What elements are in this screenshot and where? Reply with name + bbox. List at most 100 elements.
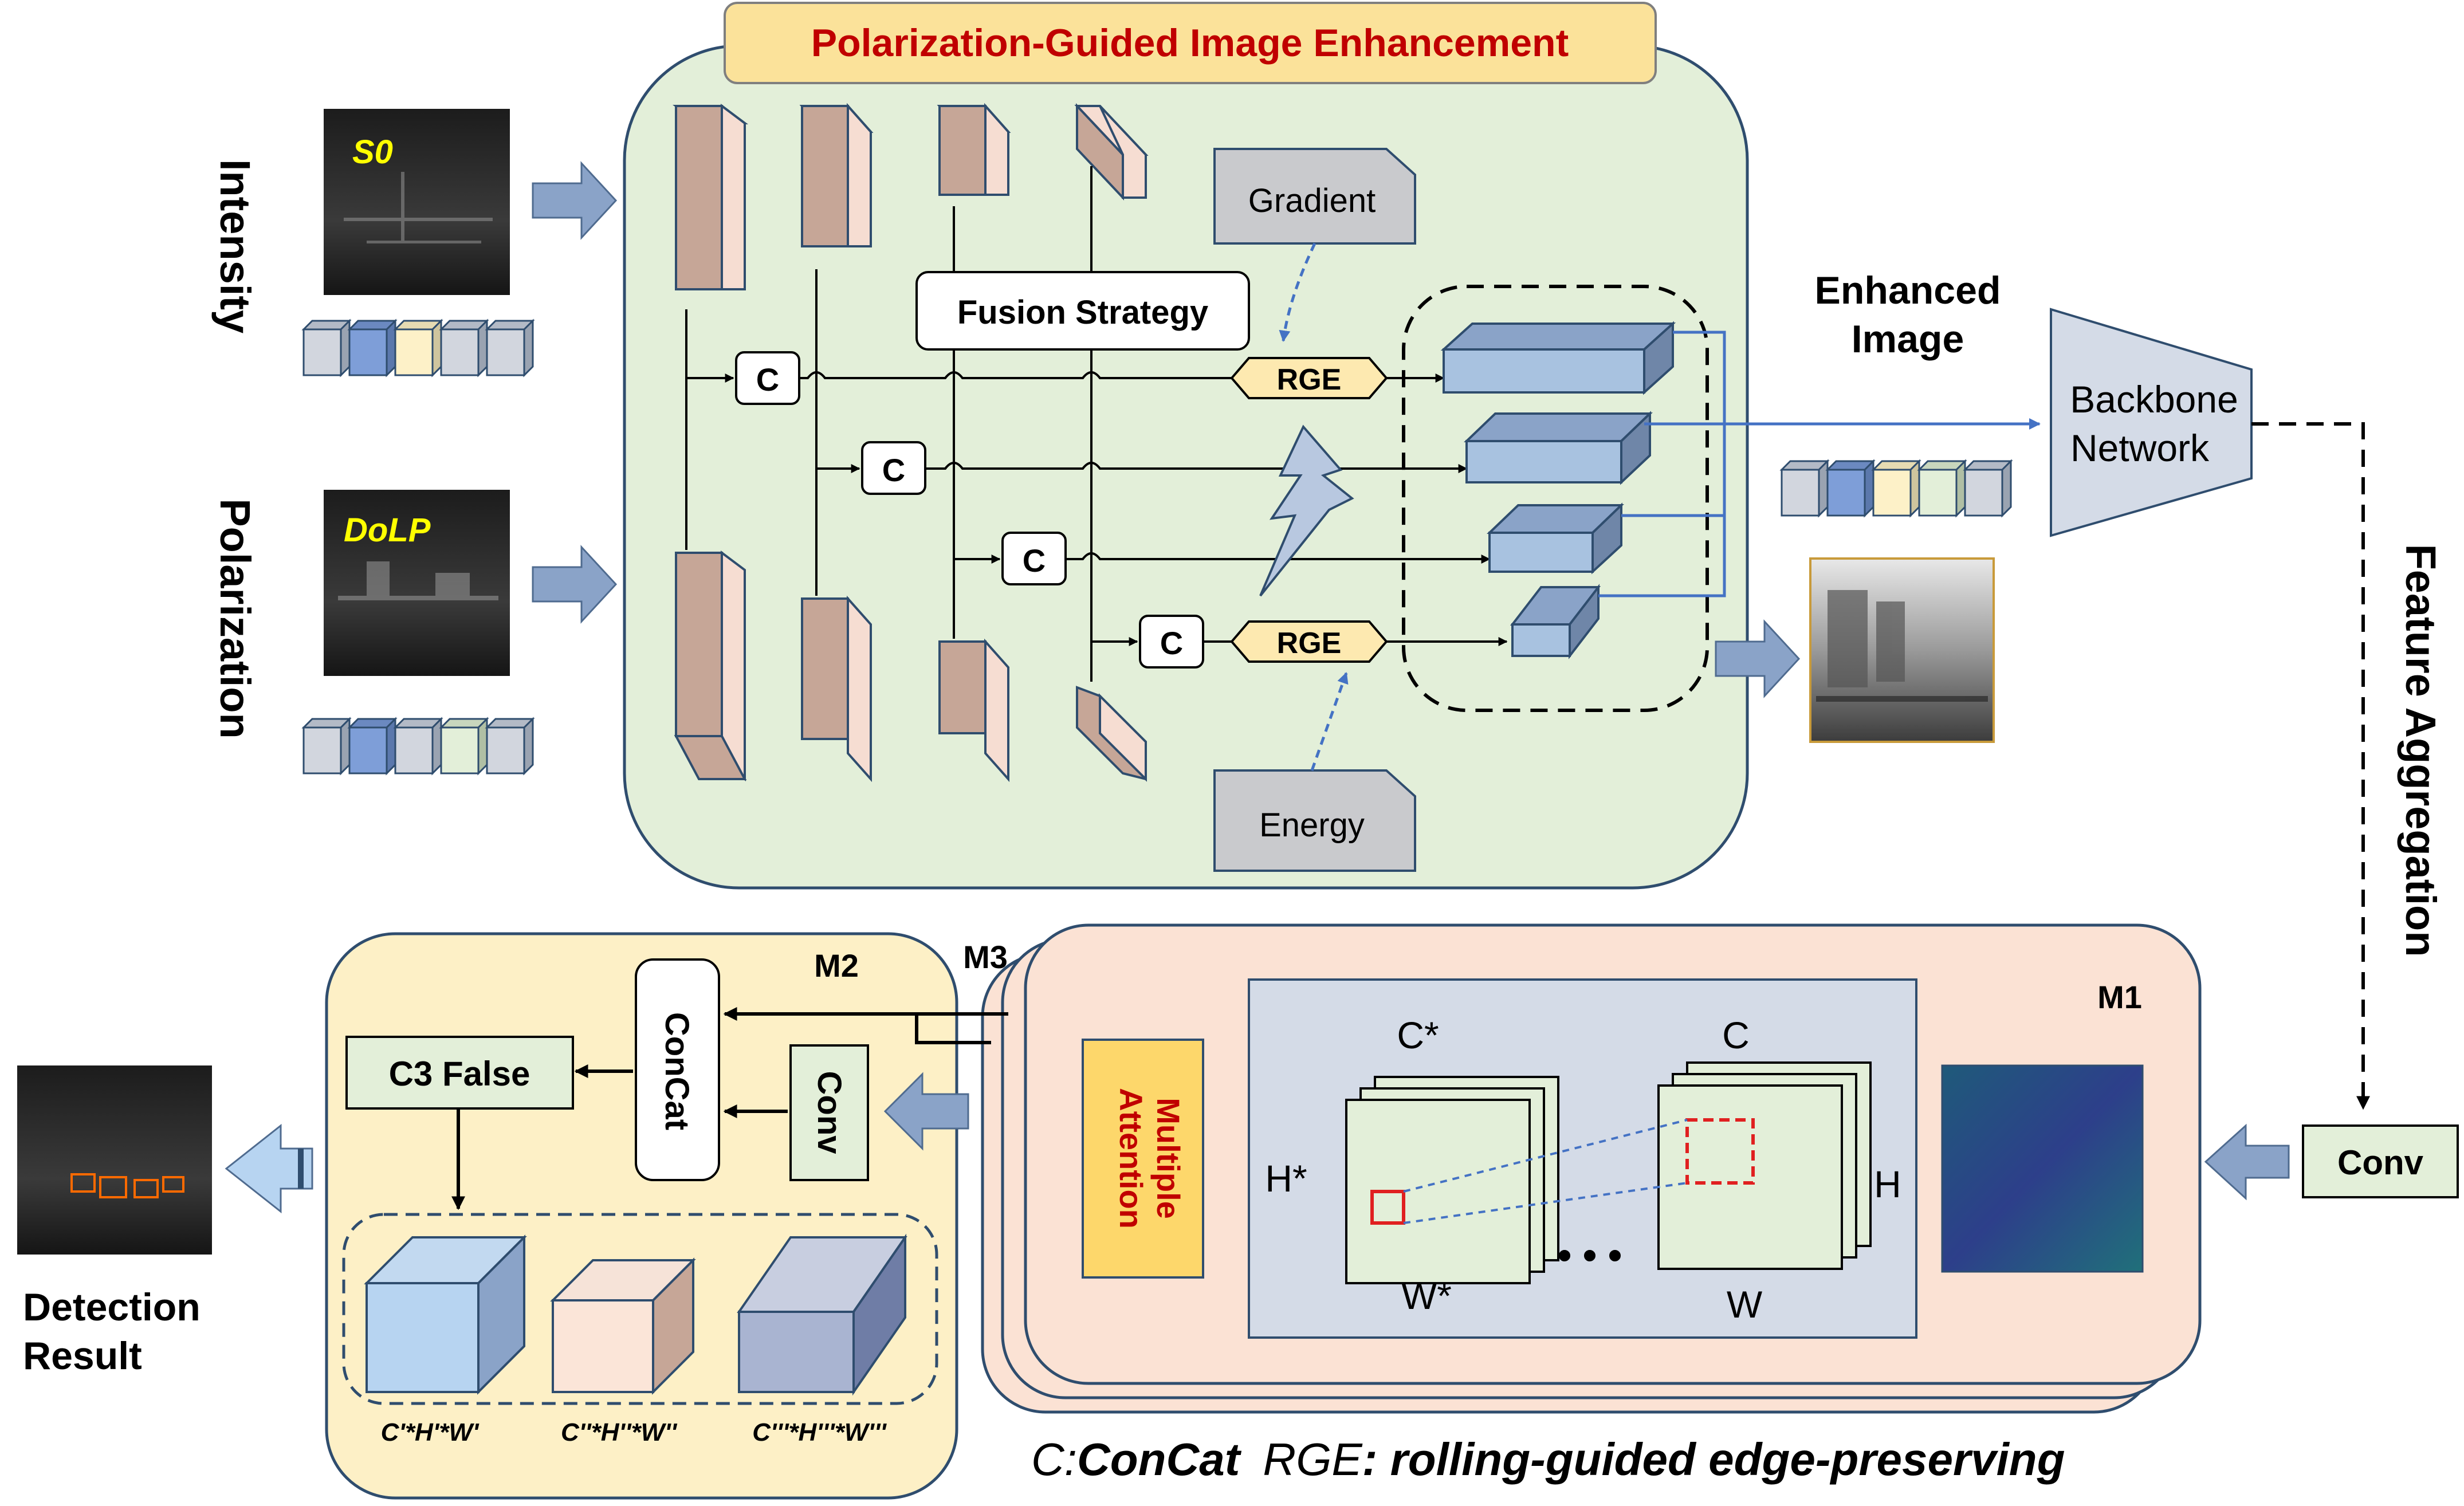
legend-text: C:ConCat RGE: rolling-guided edge-preserv… — [1031, 1434, 2065, 1485]
enhanced-arrow — [1715, 619, 1801, 698]
output-scales-region — [342, 1213, 938, 1405]
ellipsis: • • • — [1558, 1233, 1622, 1277]
m1-module: M1 Multiple Attention C* H* W* C H W • •… — [981, 923, 2202, 1414]
feature-block — [801, 595, 872, 783]
legend-c-key: C: — [1031, 1434, 1077, 1485]
decoder-output-lines — [1598, 331, 2041, 597]
multiple-attention-line2: Attention — [1113, 1088, 1149, 1229]
lightning-icon — [1259, 424, 1354, 597]
svg-text:C: C — [756, 361, 779, 398]
concat-node-3: C — [954, 532, 1067, 585]
m1-tag: M1 — [2097, 979, 2142, 1015]
enhanced-image-group: Enhanced Image — [1715, 269, 2013, 743]
rge-node-bottom: RGE — [1230, 620, 1388, 663]
multiple-attention-line1: Multiple — [1150, 1098, 1186, 1219]
scale-dim-3: C'''*H'''*W''' — [752, 1418, 887, 1446]
decoder-block — [1440, 321, 1676, 395]
scale-dim-1: C'*H'*W' — [381, 1418, 480, 1446]
m2-tag: M2 — [814, 947, 859, 984]
intensity-arrow — [532, 161, 618, 240]
dolp-image — [324, 490, 510, 676]
attention-window-small — [1370, 1190, 1405, 1225]
svg-text:RGE: RGE — [1277, 627, 1342, 660]
m1-to-conv-arrow — [883, 1072, 969, 1151]
svg-text:RGE: RGE — [1277, 363, 1342, 396]
encoder-blocks-bottom — [674, 551, 1147, 783]
conv-block: Conv — [789, 1044, 869, 1181]
conv-aggregation: Conv — [2204, 1123, 2459, 1201]
w-star-label: W* — [1401, 1275, 1452, 1317]
feature-map-image — [1941, 1064, 2144, 1273]
detection-result: Detection Result — [17, 1065, 313, 1378]
gradient-box: Gradient — [1213, 148, 1416, 342]
detection-boxes — [70, 1173, 184, 1198]
multiple-attention-box — [1082, 1039, 1204, 1279]
enhanced-image-label-line2: Image — [1852, 317, 1964, 361]
encoder-blocks-top — [673, 103, 1149, 290]
decoder-block — [1487, 502, 1624, 575]
feature-map-stack-large — [1657, 1061, 1872, 1270]
s0-label: S0 — [352, 133, 393, 171]
detection-arrow — [225, 1123, 313, 1214]
w-label: W — [1727, 1283, 1763, 1326]
legend-rge-key: RGE — [1263, 1434, 1363, 1485]
concat-node-1: C — [686, 351, 800, 405]
decoder-block — [1464, 411, 1653, 485]
dolp-image-details — [338, 561, 498, 600]
m2-module: M2 ConCat Conv C3 False — [325, 932, 969, 1500]
polarization-label: Polarization — [211, 498, 259, 738]
energy-box: Energy — [1213, 672, 1416, 872]
attention-window-large — [1685, 1118, 1755, 1185]
svg-text:C: C — [882, 452, 905, 488]
input-polarization: Polarization DoLP — [211, 490, 618, 776]
m3-tag: M3 — [963, 939, 1008, 975]
scale-cube-3 — [737, 1233, 907, 1396]
enhanced-token-strip — [1779, 459, 2013, 518]
svg-text:C: C — [1160, 625, 1183, 661]
conv-to-m1-arrow — [2204, 1123, 2290, 1201]
s0-image-details — [344, 172, 493, 243]
c3-false-label: C3 False — [389, 1055, 530, 1093]
decoder-block — [1510, 584, 1601, 659]
c-star-label: C* — [1397, 1014, 1439, 1056]
m3-link: M3 — [723, 939, 1008, 1044]
feature-block — [673, 104, 748, 290]
polarization-token-strip — [301, 717, 535, 776]
feature-block — [674, 551, 747, 781]
c3-false-block: C3 False — [345, 1036, 574, 1110]
enhanced-image-label-line1: Enhanced — [1815, 269, 2001, 312]
feature-block — [937, 103, 1011, 196]
concat-node-2: C — [816, 441, 926, 495]
feature-aggregation-label: Feature Aggregation — [2397, 544, 2445, 957]
intensity-label: Intensity — [211, 159, 259, 333]
s0-image — [324, 109, 510, 295]
legend-c-value: ConCat — [1077, 1434, 1242, 1485]
intensity-token-strip — [301, 318, 535, 378]
conv-aggregation-label: Conv — [2337, 1143, 2424, 1182]
signal-lines — [799, 371, 1508, 646]
energy-label: Energy — [1259, 807, 1365, 844]
enhancement-module: Polarization-Guided Image Enhancement — [623, 2, 2041, 890]
fusion-strategy-box: Fusion Strategy — [915, 271, 1250, 351]
enhanced-image-details — [1816, 590, 1988, 702]
dolp-label: DoLP — [344, 512, 431, 549]
decoder-blocks — [1440, 321, 1676, 659]
detection-label-line1: Detection — [23, 1285, 201, 1329]
concat-block-label: ConCat — [658, 1012, 695, 1130]
legend-rge-value: : rolling-guided edge-preserving — [1362, 1434, 2065, 1485]
feature-map-stack-small — [1345, 1076, 1559, 1284]
svg-text:C: C — [1023, 542, 1046, 579]
concat-node-4: C — [1091, 615, 1204, 669]
feature-block — [799, 103, 874, 247]
scale-dim-2: C''*H''*W'' — [561, 1418, 678, 1446]
decoder-region — [1402, 285, 1709, 712]
h-star-label: H* — [1265, 1157, 1307, 1200]
feature-block — [938, 638, 1009, 783]
feature-block — [1074, 103, 1149, 201]
concat-block: ConCat — [635, 958, 720, 1181]
backbone-label-line1: Backbone — [2070, 378, 2238, 420]
polarization-arrow — [532, 545, 618, 624]
title-banner — [724, 2, 1657, 84]
detection-image — [17, 1065, 212, 1255]
